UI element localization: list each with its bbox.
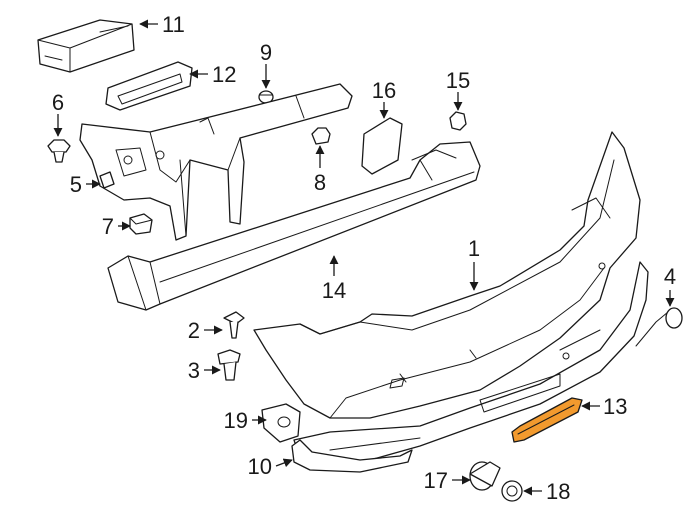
- callout-8: 8: [314, 170, 326, 195]
- part-5-bracket[interactable]: [99, 171, 115, 189]
- callout-16: 16: [372, 78, 396, 103]
- part-12-bracket[interactable]: [105, 61, 193, 111]
- callout-15: 15: [446, 68, 470, 93]
- part-19-bracket[interactable]: [261, 403, 301, 443]
- callout-11: 11: [162, 12, 185, 37]
- callout-10: 10: [248, 454, 272, 479]
- callout-19: 19: [224, 408, 248, 433]
- part-2-screw[interactable]: [223, 311, 245, 339]
- callout-3: 3: [188, 358, 200, 383]
- part-9-nut[interactable]: [258, 90, 274, 104]
- part-18-grommet[interactable]: [501, 480, 523, 502]
- part-10-trim[interactable]: [291, 439, 413, 473]
- part-13-reflector[interactable]: [511, 397, 583, 443]
- part-17-sensor[interactable]: [469, 461, 501, 491]
- callout-18: 18: [546, 479, 570, 504]
- part-15-nut[interactable]: [449, 111, 467, 131]
- part-8-nut[interactable]: [311, 127, 331, 145]
- callout-2: 2: [188, 318, 200, 343]
- part-14-impact-bar[interactable]: [107, 141, 481, 311]
- callout-17: 17: [424, 468, 448, 493]
- callout-12: 12: [212, 62, 236, 87]
- callout-labels: 11 12 9 6 16 15 5 8 7 1 14 4 2 3 13 19 1…: [52, 12, 676, 504]
- part-1-bumper-cover[interactable]: [253, 131, 641, 419]
- part-6-clip[interactable]: [47, 139, 71, 163]
- callout-5: 5: [70, 172, 82, 197]
- callout-4: 4: [664, 264, 676, 289]
- part-16-cover[interactable]: [361, 117, 403, 175]
- callout-9: 9: [260, 40, 272, 65]
- part-3-clip[interactable]: [217, 349, 241, 381]
- part-11-module[interactable]: [37, 19, 135, 73]
- callout-1: 1: [468, 236, 480, 261]
- leader-lines: [53, 19, 675, 496]
- part-4-harness[interactable]: [635, 307, 683, 347]
- callout-13: 13: [603, 394, 627, 419]
- part-7-clip[interactable]: [129, 213, 153, 235]
- rear-panel-frame[interactable]: [79, 83, 353, 241]
- callout-14: 14: [322, 278, 346, 303]
- callout-7: 7: [102, 214, 114, 239]
- callout-6: 6: [52, 90, 64, 115]
